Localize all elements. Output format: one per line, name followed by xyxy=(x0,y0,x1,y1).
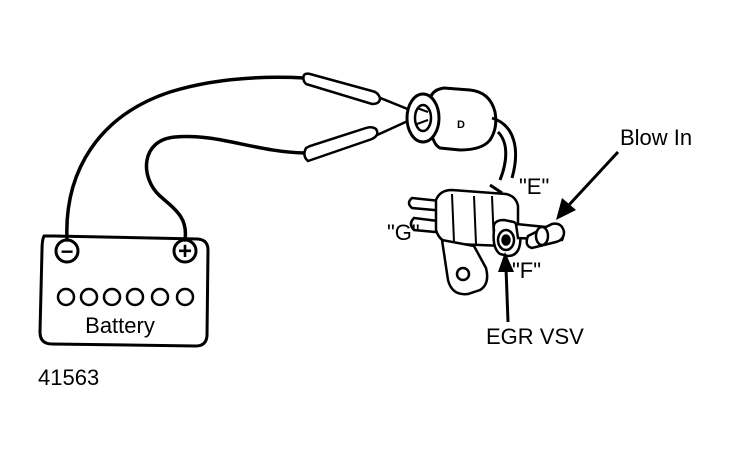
battery: − + Battery xyxy=(38,234,210,348)
egr-vsv-arrow xyxy=(498,252,514,323)
connector-harness xyxy=(491,116,517,179)
upper-probe-sleeve xyxy=(302,72,382,106)
positive-jumper-wire xyxy=(144,134,307,242)
cell-cap xyxy=(79,287,99,307)
port-g-label: "G" xyxy=(387,220,420,245)
port-e-label: "E" xyxy=(519,174,549,199)
battery-label: Battery xyxy=(85,313,155,338)
arrow-head-icon xyxy=(498,252,514,272)
egr-vsv xyxy=(407,188,566,296)
probe-sleeves xyxy=(302,72,382,163)
upper-probe-tip xyxy=(376,95,412,112)
port-f-label: "F" xyxy=(512,258,541,283)
arrow-head-icon xyxy=(556,198,576,220)
cell-cap xyxy=(125,287,145,307)
positive-terminal: + xyxy=(172,238,198,265)
negative-terminal-label: − xyxy=(61,239,74,264)
figure-number: 41563 xyxy=(38,365,99,390)
cell-cap xyxy=(56,287,76,307)
lower-probe-sleeve xyxy=(303,125,379,163)
negative-terminal: − xyxy=(54,238,80,264)
battery-cell-caps xyxy=(56,287,195,307)
bracket-bolt-hole xyxy=(455,266,471,282)
jumper-wires xyxy=(65,75,412,242)
cell-cap xyxy=(102,287,122,307)
egr-vsv-label: EGR VSV xyxy=(486,324,584,349)
negative-jumper-wire xyxy=(65,75,307,242)
vsv-connector: D xyxy=(405,86,517,195)
connector-mark: D xyxy=(457,119,465,131)
cell-cap xyxy=(150,287,170,307)
blow-in-label: Blow In xyxy=(620,125,692,150)
battery-body xyxy=(38,234,210,348)
cell-cap xyxy=(175,287,195,307)
blow-in-arrow xyxy=(556,150,620,220)
connector-body xyxy=(428,86,498,152)
positive-terminal-label: + xyxy=(178,238,192,265)
lower-probe-tip xyxy=(373,118,412,138)
